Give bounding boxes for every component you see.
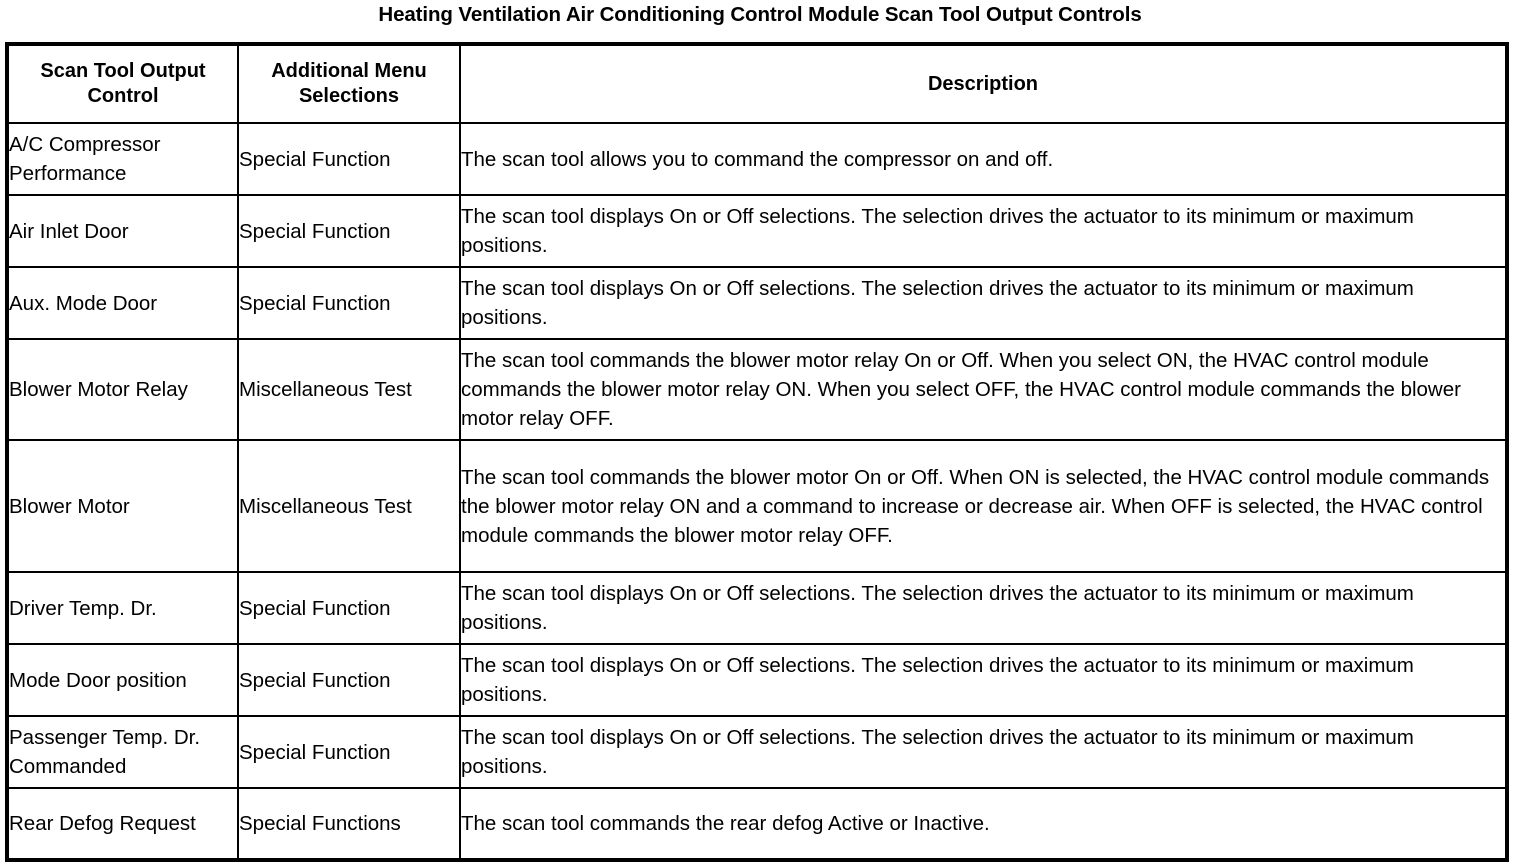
cell-control: Driver Temp. Dr. [6, 571, 239, 645]
cell-description: The scan tool commands the blower motor … [459, 439, 1508, 573]
cell-menu-selection: Special Function [237, 715, 461, 789]
cell-menu-selection: Miscellaneous Test [237, 439, 461, 573]
table-header: Scan Tool Output Control Additional Menu… [6, 43, 1508, 124]
cell-description: The scan tool displays On or Off selecti… [459, 571, 1508, 645]
cell-menu-selection: Special Function [237, 571, 461, 645]
table-row: A/C Compressor Performance Special Funct… [6, 122, 1508, 196]
table-row: Air Inlet Door Special Function The scan… [6, 194, 1508, 268]
cell-description: The scan tool displays On or Off selecti… [459, 715, 1508, 789]
table-row: Mode Door position Special Function The … [6, 643, 1508, 717]
cell-description: The scan tool allows you to command the … [459, 122, 1508, 196]
cell-description: The scan tool commands the blower motor … [459, 338, 1508, 441]
column-header-additional-menu-selections: Additional Menu Selections [237, 43, 461, 124]
column-header-description: Description [459, 43, 1508, 124]
cell-description: The scan tool commands the rear defog Ac… [459, 787, 1508, 861]
cell-control: A/C Compressor Performance [6, 122, 239, 196]
cell-description: The scan tool displays On or Off selecti… [459, 643, 1508, 717]
scan-tool-output-controls-table: Scan Tool Output Control Additional Menu… [5, 42, 1509, 862]
cell-control: Blower Motor Relay [6, 338, 239, 441]
cell-menu-selection: Special Function [237, 194, 461, 268]
column-header-scan-tool-output-control: Scan Tool Output Control [6, 43, 239, 124]
page-title: Heating Ventilation Air Conditioning Con… [378, 3, 1142, 26]
cell-menu-selection: Special Function [237, 122, 461, 196]
table-row: Blower Motor Miscellaneous Test The scan… [6, 439, 1508, 573]
cell-description: The scan tool displays On or Off selecti… [459, 266, 1508, 340]
cell-control: Blower Motor [6, 439, 239, 573]
cell-menu-selection: Miscellaneous Test [237, 338, 461, 441]
cell-control: Aux. Mode Door [6, 266, 239, 340]
table-body: A/C Compressor Performance Special Funct… [6, 122, 1508, 861]
cell-control: Mode Door position [6, 643, 239, 717]
cell-menu-selection: Special Function [237, 266, 461, 340]
scan-tool-output-controls-table-wrapper: Scan Tool Output Control Additional Menu… [5, 42, 1509, 862]
cell-control: Rear Defog Request [6, 787, 239, 861]
cell-description: The scan tool displays On or Off selecti… [459, 194, 1508, 268]
table-row: Blower Motor Relay Miscellaneous Test Th… [6, 338, 1508, 441]
cell-menu-selection: Special Functions [237, 787, 461, 861]
cell-menu-selection: Special Function [237, 643, 461, 717]
table-row: Driver Temp. Dr. Special Function The sc… [6, 571, 1508, 645]
table-row: Rear Defog Request Special Functions The… [6, 787, 1508, 861]
table-row: Passenger Temp. Dr. Commanded Special Fu… [6, 715, 1508, 789]
cell-control: Air Inlet Door [6, 194, 239, 268]
table-row: Aux. Mode Door Special Function The scan… [6, 266, 1508, 340]
table-header-row: Scan Tool Output Control Additional Menu… [6, 43, 1508, 124]
cell-control: Passenger Temp. Dr. Commanded [6, 715, 239, 789]
